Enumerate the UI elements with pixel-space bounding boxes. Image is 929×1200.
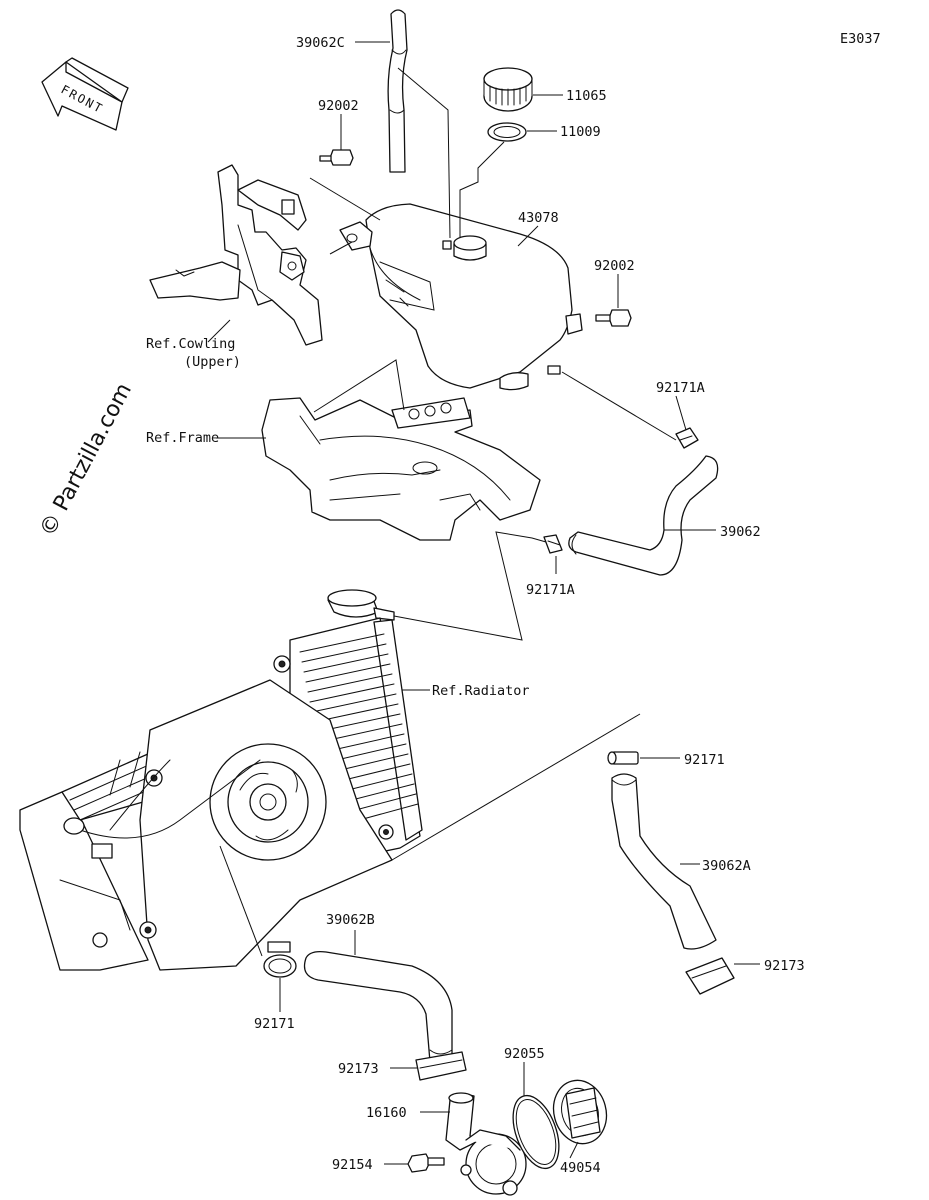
label-92002-right[interactable]: 92002 xyxy=(594,258,635,274)
label-92055[interactable]: 92055 xyxy=(504,1046,545,1062)
bolt-92002-right xyxy=(595,309,632,327)
label-92171a-upper[interactable]: 92171A xyxy=(656,380,705,396)
clamp-92171a-upper xyxy=(675,427,699,449)
label-92171-lower[interactable]: 92171 xyxy=(254,1016,295,1032)
bolt-92002-upper xyxy=(319,149,354,166)
ref-cowling-sub-label: (Upper) xyxy=(184,354,241,370)
ref-frame-label: Ref.Frame xyxy=(146,430,219,446)
hose-39062c xyxy=(387,9,408,173)
clamp-92171a-lower xyxy=(543,534,563,554)
cowling-bracket xyxy=(149,164,323,346)
part-labels: 39062C 11065 11009 92002 43078 92002 921… xyxy=(146,35,805,1176)
label-49054[interactable]: 49054 xyxy=(560,1160,601,1176)
thermostat-49054 xyxy=(552,1079,608,1145)
leader-lines xyxy=(207,41,760,1165)
hose-39062 xyxy=(568,455,719,576)
label-43078[interactable]: 43078 xyxy=(518,210,559,226)
label-92002-upper[interactable]: 92002 xyxy=(318,98,359,114)
label-39062c[interactable]: 39062C xyxy=(296,35,345,51)
clamp-92171-lower xyxy=(263,941,297,978)
label-92173-lower[interactable]: 92173 xyxy=(338,1061,379,1077)
frame-ref xyxy=(261,397,541,541)
label-11065[interactable]: 11065 xyxy=(566,88,607,104)
front-arrow-icon: FRONT xyxy=(41,57,129,131)
ref-radiator-label: Ref.Radiator xyxy=(432,683,530,699)
bolt-92154 xyxy=(407,1153,445,1173)
label-39062[interactable]: 39062 xyxy=(720,524,761,540)
label-92173-right[interactable]: 92173 xyxy=(764,958,805,974)
ref-cowling-label: Ref.Cowling xyxy=(146,336,235,352)
label-92171a-lower[interactable]: 92171A xyxy=(526,582,575,598)
label-92171-upper[interactable]: 92171 xyxy=(684,752,725,768)
reservoir-tank-43078 xyxy=(339,203,583,391)
clamp-92173-lower xyxy=(415,1051,467,1081)
diagram-code: E3037 xyxy=(840,31,881,47)
o-ring-92055 xyxy=(512,1094,560,1170)
clamp-92171-upper xyxy=(607,751,639,765)
label-11009[interactable]: 11009 xyxy=(560,124,601,140)
hose-39062a xyxy=(611,773,717,950)
label-16160[interactable]: 16160 xyxy=(366,1105,407,1121)
radiator-ref xyxy=(19,589,423,971)
label-39062b[interactable]: 39062B xyxy=(326,912,375,928)
thermostat-housing-16160 xyxy=(445,1092,527,1196)
label-92154[interactable]: 92154 xyxy=(332,1157,373,1173)
gasket-11009 xyxy=(487,122,527,142)
watermark: © Partzilla.com xyxy=(35,379,137,541)
clamp-92173-right xyxy=(685,957,735,995)
cap-11065 xyxy=(483,67,533,112)
label-39062a[interactable]: 39062A xyxy=(702,858,751,874)
hose-39062b xyxy=(303,950,453,1063)
